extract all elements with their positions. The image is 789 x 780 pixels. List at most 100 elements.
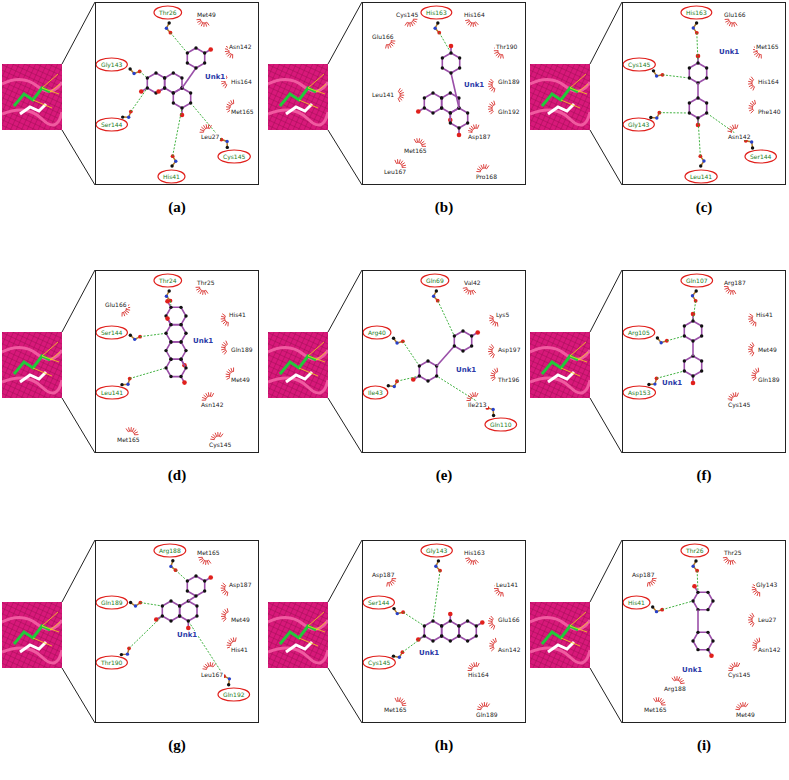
hydrophobic-spoke [750, 103, 753, 105]
carbon-atom [195, 614, 198, 617]
hydrophobic-spoke [759, 638, 760, 642]
hydrophobic-spoke [748, 318, 752, 319]
hydrophobic-spoke [200, 130, 204, 131]
hydrophobic-spoke [759, 592, 760, 596]
residue-atom [120, 653, 123, 656]
hydrophobic-spoke [210, 662, 211, 666]
hydrophobic-spoke [221, 348, 225, 350]
hydrophobic-spoke [761, 55, 762, 59]
carbon-atom [203, 51, 206, 54]
hydrophobic-spoke [652, 580, 656, 581]
ring-bond [180, 601, 197, 621]
oxygen-atom [709, 653, 714, 658]
hydrophobic-residue: Thr190 [495, 43, 518, 50]
hydrogen-bond [693, 301, 695, 319]
carbon-atom [475, 624, 478, 627]
hydrophobic-spoke [495, 638, 497, 642]
hbond-highlight [421, 274, 449, 287]
hydrophobic-spoke [476, 22, 479, 25]
carbon-atom [683, 334, 686, 337]
residue-atom [393, 385, 396, 388]
hydrophobic-residue: Met49 [230, 376, 251, 383]
hydrophobic-spoke [753, 322, 755, 326]
hydrophobic-spoke [199, 22, 202, 25]
hydrophobic-spoke [231, 368, 232, 372]
hydrophobic-spoke [196, 19, 200, 20]
hydrophobic-spoke [661, 702, 665, 703]
hydrophobic-spoke [228, 53, 231, 56]
carbon-atom [163, 76, 166, 79]
carbon-atom [691, 639, 694, 642]
ligand-structure [139, 46, 213, 117]
hydrophobic-spoke [206, 124, 208, 128]
interaction-panel: Unk1His163Cys145Gly143Ser144Leu141Glu166… [622, 2, 786, 185]
hydrophobic-spoke [228, 102, 231, 105]
hbond-highlight [681, 6, 712, 19]
hydrophobic-spoke [402, 701, 405, 703]
hydrophobic-spoke [198, 557, 202, 558]
hydrophobic-residue: Met49 [757, 346, 778, 353]
hydrophobic-spoke [495, 322, 497, 326]
hydrophobic-spoke [732, 561, 733, 565]
ring-bond [459, 621, 476, 641]
hydrophobic-spoke [471, 663, 473, 666]
carbon-atom [164, 366, 167, 369]
hydrophobic-spoke [728, 290, 730, 293]
hydrophobic-spoke [477, 709, 481, 710]
hydrophobic-spoke [125, 312, 127, 315]
oxygen-atom [186, 626, 191, 631]
hydrophobic-spoke [407, 23, 409, 27]
hbond-highlight [681, 274, 713, 287]
hydrophobic-spoke [733, 393, 734, 397]
carbon-atom [457, 624, 460, 627]
hydrophobic-spoke [225, 51, 229, 53]
carbon-atom [186, 61, 189, 64]
hydrogen-bond [438, 301, 454, 335]
carbon-atom [184, 349, 187, 352]
carbon-atom [706, 631, 709, 634]
hydrophobic-spoke [200, 290, 202, 294]
hydrophobic-spoke [728, 128, 732, 130]
hydrophobic-residue: Glu166 [497, 616, 521, 623]
hydrophobic-spoke [496, 591, 499, 594]
hydrophobic-spoke [226, 52, 230, 54]
hbond-residue: Ser144 [749, 153, 772, 160]
hydrophobic-spoke [732, 125, 733, 129]
hydrophobic-spoke [398, 98, 400, 102]
hydrophobic-spoke [497, 323, 498, 327]
residue-atom [126, 652, 129, 655]
hydrophobic-arc [471, 396, 477, 400]
carbon-atom [688, 101, 691, 104]
hydrophobic-spoke [211, 436, 215, 438]
carbon-atom [683, 324, 686, 327]
hydrophobic-spoke [479, 166, 482, 169]
hydrophobic-spoke [210, 439, 214, 440]
oxygen-atom [448, 612, 453, 617]
hydrophobic-spoke [409, 23, 410, 27]
hydrophobic-spoke [750, 344, 753, 347]
interaction-panel: Unk1Gln107Arg105Asp153Arg187His41Met49Gl… [622, 270, 786, 453]
hydrophobic-spoke [749, 105, 753, 106]
hydrophobic-spoke [468, 291, 469, 295]
residue-atom [751, 146, 754, 149]
carbon-atom [187, 619, 190, 622]
carbon-atom [457, 624, 460, 627]
hydrophobic-spoke [204, 395, 207, 398]
hbond-highlight [218, 150, 250, 163]
ligand-bond [182, 68, 196, 88]
hydrophobic-spoke [730, 291, 732, 295]
hydrophobic-spoke [489, 353, 493, 355]
hydrophobic-spoke [227, 643, 231, 644]
residue-atom [127, 115, 130, 118]
hbond-residue: Arg105 [627, 329, 651, 336]
hydrophobic-residue: Lys5 [495, 311, 510, 318]
hydrophobic-spoke [478, 707, 482, 709]
hydrophobic-spoke [471, 23, 472, 27]
panel-label: (f) [697, 467, 712, 484]
hydrophobic-spoke [122, 313, 123, 317]
hydrophobic-spoke [742, 702, 743, 706]
hydrophobic-spoke [733, 560, 735, 563]
hydrophobic-spoke [750, 622, 753, 625]
carbon-atom [203, 61, 206, 64]
hydrogen-bond [192, 105, 221, 140]
